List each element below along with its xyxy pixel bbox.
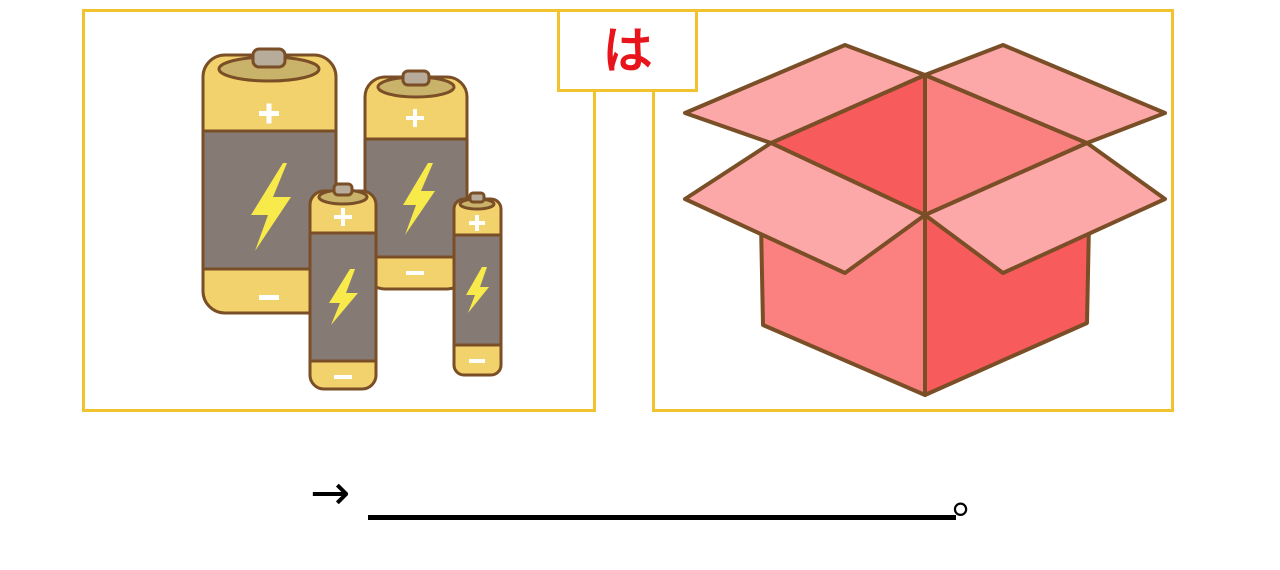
period-mark: 。 bbox=[952, 473, 996, 524]
box-panel bbox=[652, 9, 1174, 412]
batteries-panel bbox=[82, 9, 596, 412]
battery-small-1 bbox=[308, 182, 378, 391]
batteries-illustration bbox=[201, 47, 503, 391]
answer-blank-line bbox=[368, 515, 956, 520]
battery-signs bbox=[259, 103, 485, 379]
particle-text: は bbox=[602, 21, 653, 80]
particle-label-box: は bbox=[557, 9, 698, 92]
box-illustration bbox=[683, 43, 1167, 397]
arrow-icon: → bbox=[310, 465, 351, 521]
battery-large-2 bbox=[363, 69, 469, 291]
answer-row: → 。 bbox=[310, 465, 996, 535]
battery-small-2 bbox=[452, 191, 503, 377]
